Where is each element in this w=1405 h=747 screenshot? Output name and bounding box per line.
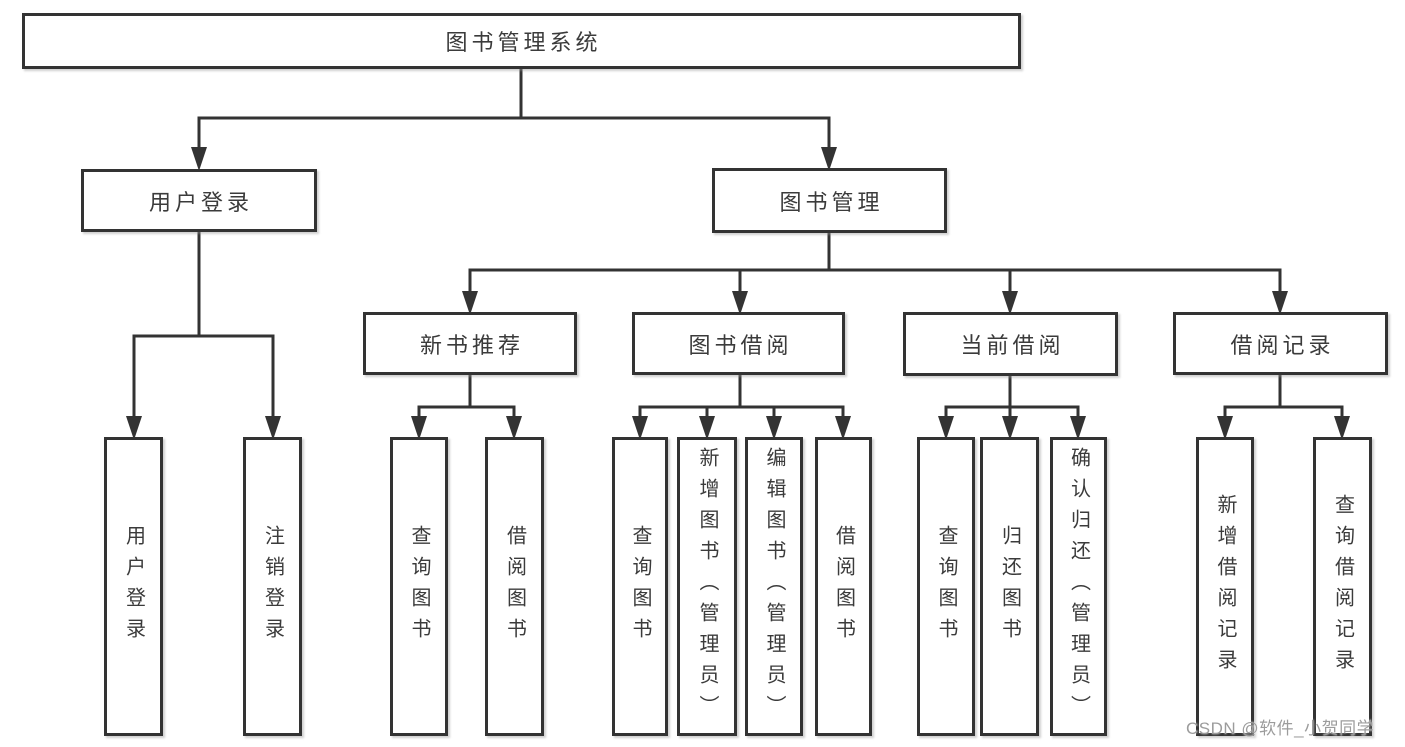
leaf-confirm-return-admin: 确认归还（管理员）: [1050, 437, 1107, 736]
leaf-query-borrow-record: 查询借阅记录: [1313, 437, 1372, 736]
leaf-logout: 注销登录: [243, 437, 302, 736]
node-label: 借阅记录: [1230, 332, 1335, 358]
node-label: 新增借阅记录: [1214, 493, 1236, 680]
node-label: 查询借阅记录: [1331, 493, 1354, 680]
node-label: 图书管理: [779, 189, 884, 215]
node-library-management-system: 图书管理系统: [22, 13, 1021, 69]
leaf-user-login: 用户登录: [104, 437, 163, 736]
node-label: 注销登录: [261, 524, 284, 649]
node-book-management: 图书管理: [712, 168, 947, 233]
node-label: 查询图书: [629, 524, 651, 649]
node-label: 归还图书: [998, 524, 1021, 649]
node-label: 查询图书: [935, 524, 957, 649]
node-label: 借阅图书: [503, 524, 526, 649]
node-label: 确认归还（管理员）: [1067, 447, 1090, 726]
node-label: 图书管理系统: [445, 30, 602, 55]
leaf-borrow-books-2: 借阅图书: [815, 437, 872, 736]
leaf-borrow-books-1: 借阅图书: [485, 437, 544, 736]
node-label: 新增图书（管理员）: [696, 447, 718, 726]
leaf-query-books-1: 查询图书: [390, 437, 448, 736]
csdn-watermark: CSDN @软件_小贺同学: [1186, 719, 1375, 738]
node-label: 用户登录: [148, 189, 253, 215]
leaf-edit-books-admin: 编辑图书（管理员）: [745, 437, 803, 736]
leaf-query-books-2: 查询图书: [612, 437, 668, 736]
node-label: 当前借阅: [960, 333, 1065, 358]
node-label: 编辑图书（管理员）: [763, 447, 785, 726]
node-label: 用户登录: [122, 524, 145, 649]
node-book-borrowing: 图书借阅: [632, 312, 845, 375]
node-user-login: 用户登录: [81, 169, 317, 232]
node-label: 查询图书: [408, 524, 430, 649]
node-label: 新书推荐: [419, 332, 524, 358]
leaf-add-books-admin: 新增图书（管理员）: [677, 437, 737, 736]
node-label: 图书借阅: [688, 332, 793, 358]
node-label: 借阅图书: [832, 524, 855, 649]
node-borrowing-records: 借阅记录: [1173, 312, 1388, 375]
node-current-borrowing: 当前借阅: [903, 312, 1118, 376]
leaf-add-borrow-record: 新增借阅记录: [1196, 437, 1254, 736]
node-new-book-recommendation: 新书推荐: [363, 312, 577, 375]
leaf-return-books: 归还图书: [980, 437, 1039, 736]
leaf-query-books-3: 查询图书: [917, 437, 975, 736]
